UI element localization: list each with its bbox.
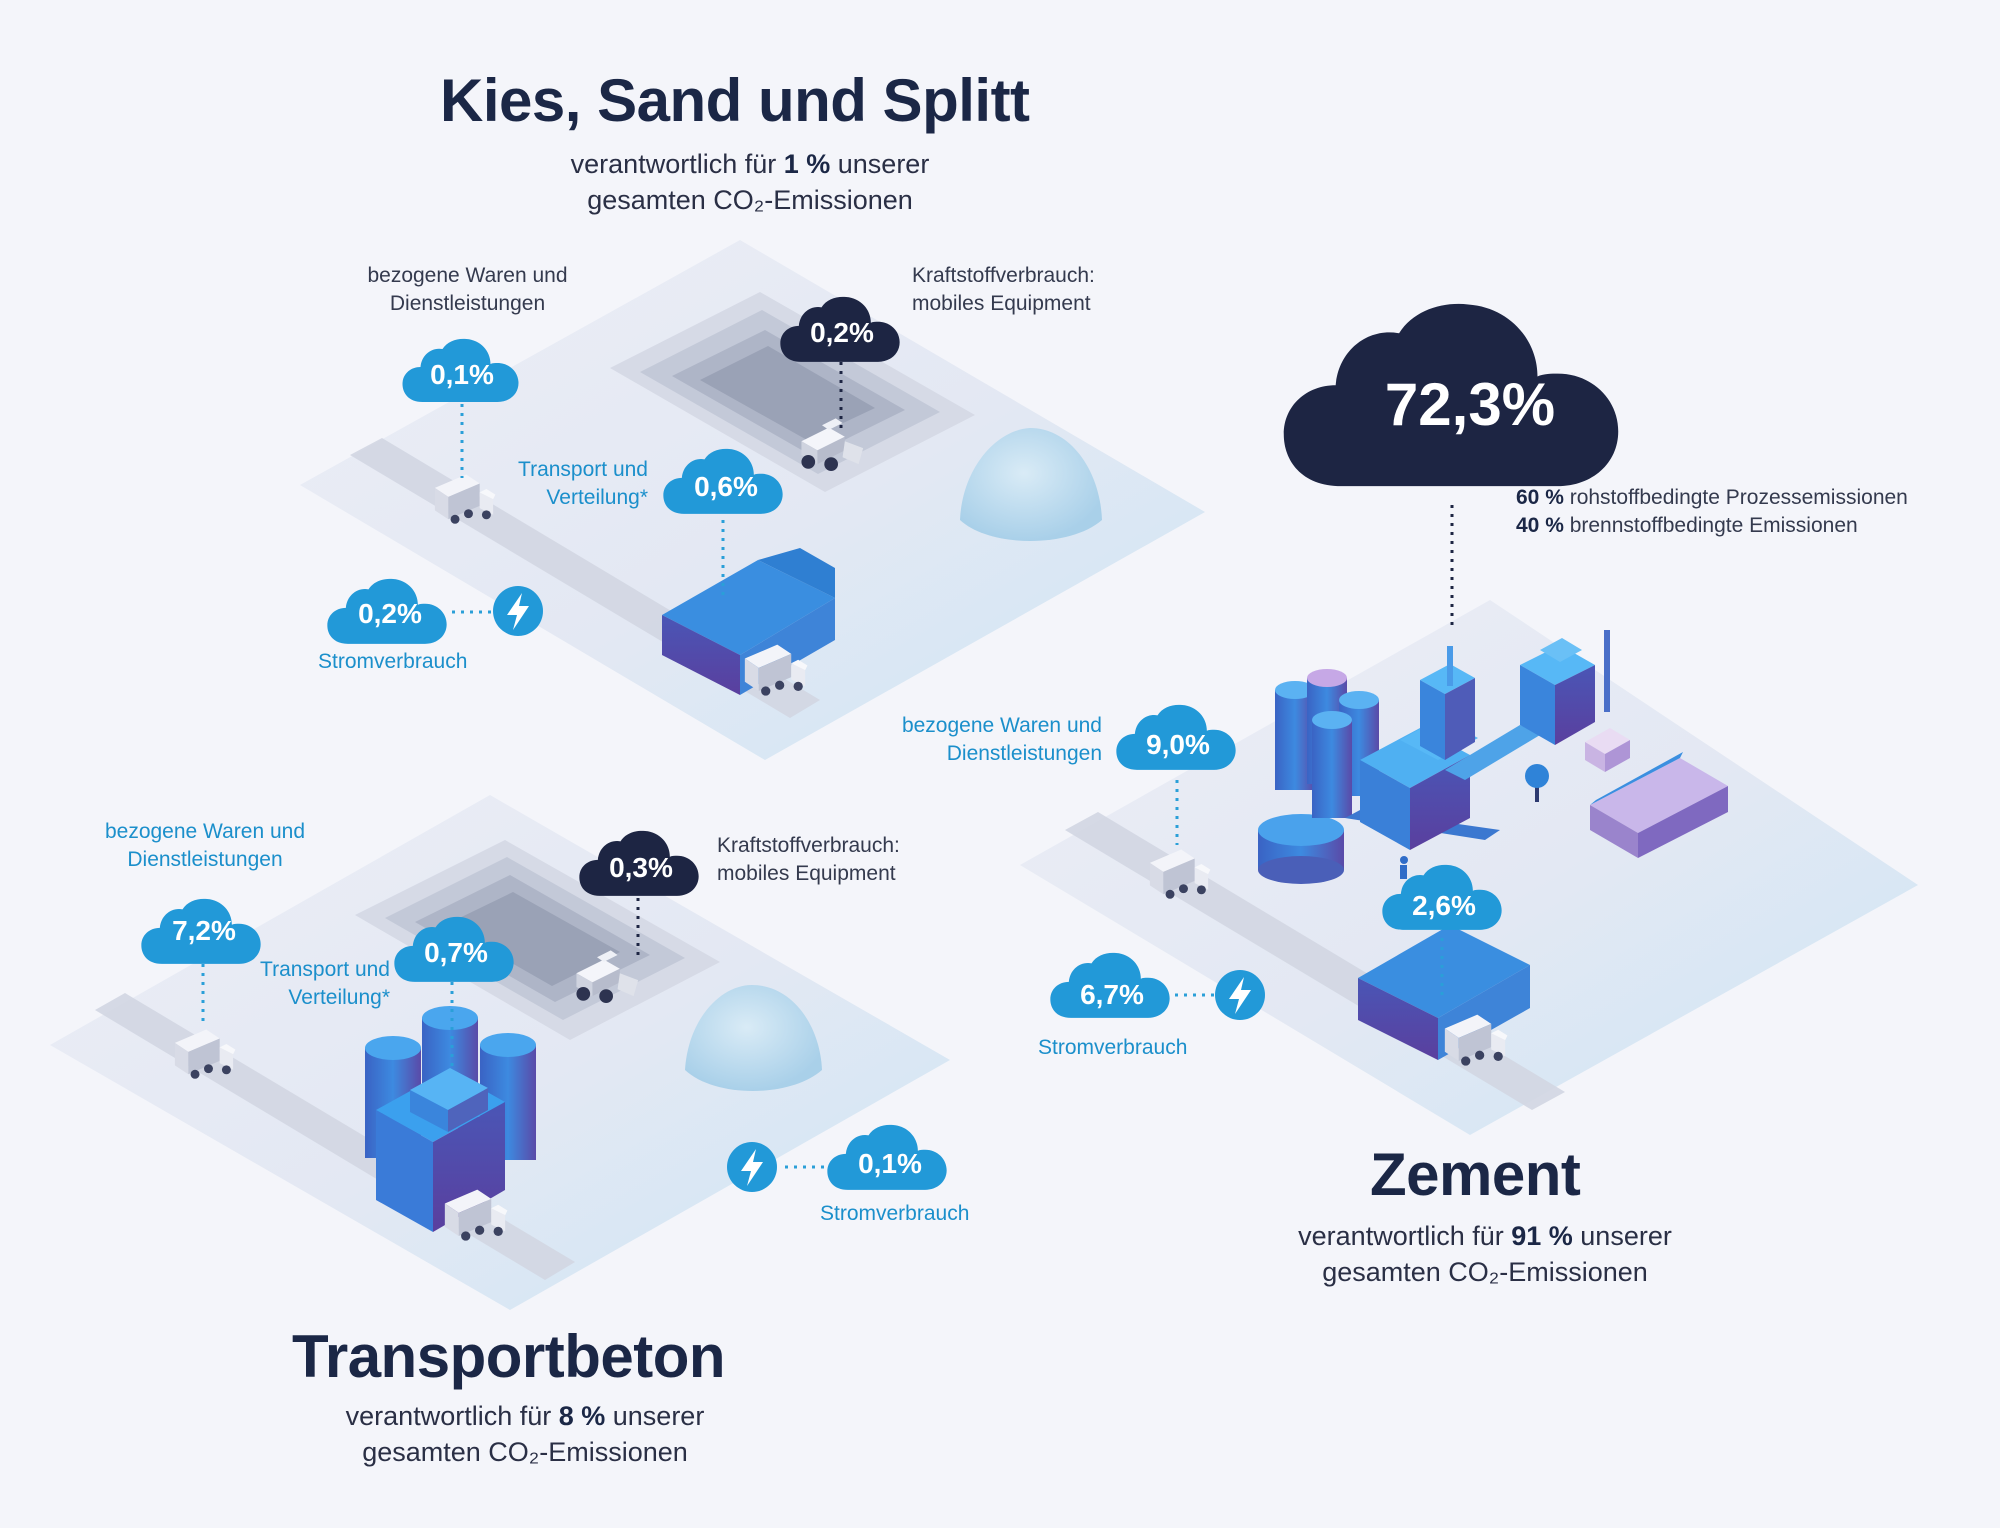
beton-sub-pct: 8 % xyxy=(558,1401,606,1431)
kies-subtitle: verantwortlich für 1 % unserer gesamten … xyxy=(520,146,980,218)
zement-transport-value: 2,6% xyxy=(1412,890,1476,921)
beton-strom-label: Stromverbrauch xyxy=(820,1202,970,1225)
zement-main-value: 72,3% xyxy=(1385,371,1555,438)
tree-icon xyxy=(1525,764,1549,802)
zement-strom-label: Stromverbrauch xyxy=(1038,1036,1188,1059)
beton-kraft-value: 0,3% xyxy=(609,852,673,883)
zement-strom-value: 6,7% xyxy=(1080,979,1144,1010)
kies-sub-pre: verantwortlich für xyxy=(570,149,784,179)
kies-strom-value: 0,2% xyxy=(358,598,422,629)
beton-sub-line2: gesamten CO₂-Emissionen xyxy=(362,1437,688,1467)
zement-proc-line: 60 % rohstoffbedingte Prozessemissionen xyxy=(1516,484,1908,512)
kies-sub-line2: gesamten CO₂-Emissionen xyxy=(587,185,913,215)
beton-waren-value: 7,2% xyxy=(172,915,236,946)
beton-sub-post: unserer xyxy=(605,1401,705,1431)
beton-kraft-label: Kraftstoffverbrauch: mobiles Equipment xyxy=(717,832,900,888)
kies-title: Kies, Sand und Splitt xyxy=(440,67,1030,134)
zement-waren-l1: bezogene Waren und xyxy=(901,714,1102,737)
zement-sub-pct: 91 % xyxy=(1511,1221,1573,1251)
beton-strom-value: 0,1% xyxy=(858,1148,922,1179)
zement-waren-l2: Dienstleistungen xyxy=(946,742,1102,765)
person-icon xyxy=(1400,856,1408,879)
zement-title: Zement xyxy=(1370,1141,1581,1208)
kies-sub-post: unserer xyxy=(830,149,930,179)
zement-sub-pre: verantwortlich für xyxy=(1298,1221,1512,1251)
zement-fuel-text: brennstoffbedingte Emissionen xyxy=(1563,514,1858,537)
zement-waren-value: 9,0% xyxy=(1146,729,1210,760)
warehouse-icon xyxy=(662,548,835,695)
lightning-icon xyxy=(727,1142,777,1192)
kies-kraft-label: Kraftstoffverbrauch: mobiles Equipment xyxy=(912,262,1095,318)
zement-sub-post: unserer xyxy=(1572,1221,1672,1251)
beton-subtitle: verantwortlich für 8 % unserer gesamten … xyxy=(295,1398,755,1470)
zement-fuel-pct: 40 % xyxy=(1516,514,1564,537)
beton-kraft-l2: mobiles Equipment xyxy=(717,862,896,885)
zement-split-label: 60 % rohstoffbedingte Prozessemissionen … xyxy=(1516,484,1908,540)
beton-transport-l1: Transport und xyxy=(260,958,390,981)
beton-waren-l2: Dienstleistungen xyxy=(127,848,283,871)
cloud-icon: 0,1% 0,2% 0,6% 0,2% 7,2% 0,3% 0,7% 0,1% … xyxy=(141,296,1619,1190)
beton-transport-l2: Verteilung* xyxy=(288,986,390,1009)
kies-waren-value: 0,1% xyxy=(430,359,494,390)
beton-transport-value: 0,7% xyxy=(424,937,488,968)
kies-kraft-l2: mobiles Equipment xyxy=(912,292,1091,315)
factory-icon xyxy=(1345,630,1630,850)
kies-kraft-l1: Kraftstoffverbrauch: xyxy=(912,264,1095,287)
zement-platform xyxy=(1020,505,1918,1135)
zement-proc-pct: 60 % xyxy=(1516,486,1564,509)
beton-platform xyxy=(50,795,950,1310)
lightning-icon xyxy=(1215,970,1265,1020)
kies-transport-l2: Verteilung* xyxy=(546,486,648,509)
zement-subtitle: verantwortlich für 91 % unserer gesamten… xyxy=(1260,1218,1710,1290)
kies-transport-l1: Transport und xyxy=(518,458,648,481)
beton-kraft-l1: Kraftstoffverbrauch: xyxy=(717,834,900,857)
beton-sub-pre: verantwortlich für xyxy=(345,1401,559,1431)
kies-waren-l2: Dienstleistungen xyxy=(389,292,546,315)
kies-kraft-value: 0,2% xyxy=(810,317,874,348)
zement-sub-line2: gesamten CO₂-Emissionen xyxy=(1322,1257,1648,1287)
lightning-icon xyxy=(493,586,543,636)
kies-strom-label: Stromverbrauch xyxy=(318,650,468,673)
beton-title: Transportbeton xyxy=(292,1323,726,1390)
kies-sub-pct: 1 % xyxy=(783,149,831,179)
kies-waren-l1: bezogene Waren und xyxy=(367,264,568,287)
kies-transport-value: 0,6% xyxy=(694,471,758,502)
warehouse-icon xyxy=(1590,752,1728,858)
zement-proc-text: rohstoffbedingte Prozessemissionen xyxy=(1563,486,1908,509)
silo-icon xyxy=(1275,669,1379,818)
beton-waren-l1: bezogene Waren und xyxy=(104,820,306,843)
zement-fuel-line: 40 % brennstoffbedingte Emissionen xyxy=(1516,512,1908,540)
